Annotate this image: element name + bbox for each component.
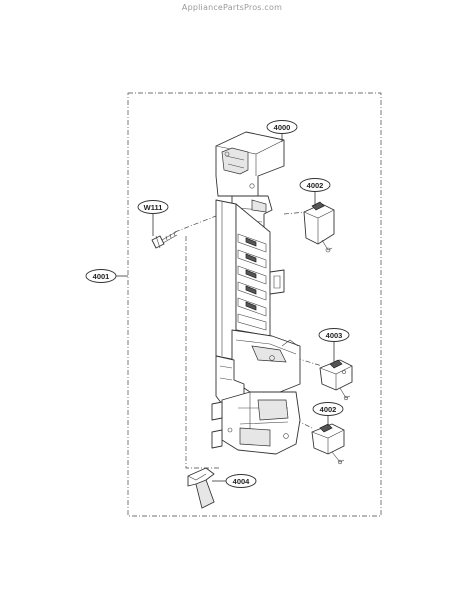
lever	[187, 467, 215, 509]
callout-4001: 4001	[85, 269, 117, 283]
svg-text:4002: 4002	[307, 181, 324, 190]
svg-text:4000: 4000	[274, 123, 291, 132]
svg-text:4002: 4002	[320, 405, 337, 414]
watermark: AppliancePartsPros.com	[181, 3, 283, 12]
svg-text:4004: 4004	[233, 477, 251, 486]
assembly-boundary	[127, 92, 382, 517]
screw	[151, 231, 178, 249]
guide-screw	[174, 215, 217, 233]
svg-text:W111: W111	[144, 203, 163, 212]
guide-lower	[185, 236, 220, 469]
monitor-switch	[319, 359, 353, 401]
callout-4004: 4004	[225, 474, 257, 488]
latch-frame	[211, 131, 301, 455]
interlock-switch-top	[303, 201, 335, 253]
svg-text:4003: 4003	[326, 331, 343, 340]
svg-text:4001: 4001	[93, 272, 110, 281]
callout-4002-top: 4002	[299, 178, 331, 192]
interlock-switch-bottom	[311, 423, 345, 465]
callout-4002-bottom: 4002	[312, 402, 344, 416]
callout-4000: 4000	[266, 120, 298, 134]
callout-4003: 4003	[318, 328, 350, 342]
guide-4002-top	[283, 211, 307, 215]
callout-w111: W111	[137, 200, 169, 214]
